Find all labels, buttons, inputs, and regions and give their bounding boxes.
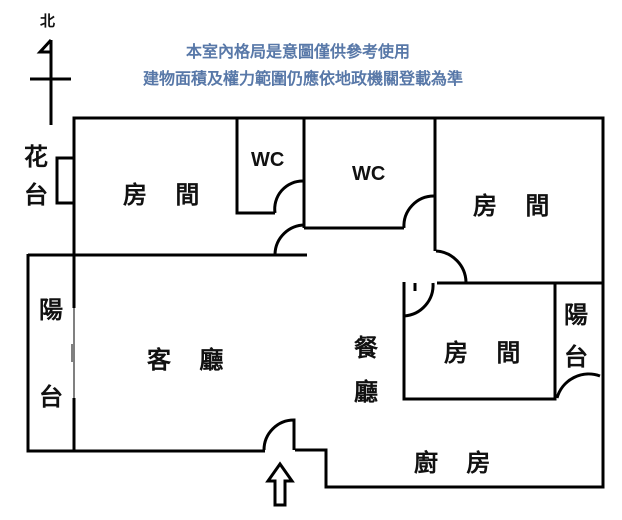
outer-wall-top [72, 116, 605, 489]
room-label-bedroom-e: 房 間 [444, 339, 531, 367]
room-label-balcony-e-2: 台 [564, 343, 588, 371]
room-label-living-room: 客 廳 [147, 346, 234, 374]
room-label-wc-1: WC [251, 149, 285, 171]
door-swings [262, 179, 601, 451]
flower-bed-box [55, 156, 74, 205]
room-label-balcony-w-2: 台 [39, 383, 63, 411]
compass-label: 北 [40, 12, 56, 30]
room-label-bedroom-ne: 房 間 [473, 192, 560, 220]
room-label-balcony-w-1: 陽 [39, 296, 63, 324]
walls [26, 116, 605, 489]
room-label-balcony-e-1: 陽 [564, 301, 588, 329]
room-label-flower-bed-2: 台 [24, 181, 48, 209]
disclaimer-line-1: 本室內格局是意圖僅供參考使用 [186, 42, 411, 61]
outer-wall-bottom-left [26, 254, 265, 453]
disclaimer-line-2: 建物面積及權力範圍仍應依地政機關登載為準 [143, 69, 464, 88]
room-label-wc-2: WC [352, 163, 386, 185]
room-label-kitchen: 廚 房 [414, 449, 501, 477]
room-label-flower-bed-1: 花 [24, 143, 48, 171]
north-compass-icon [30, 38, 71, 125]
room-label-dining-1: 餐 [354, 334, 378, 362]
room-label-bedroom-nw: 房 間 [123, 181, 210, 209]
bedroom-e-wall [402, 282, 557, 401]
entrance-arrow-icon [265, 461, 295, 507]
room-label-dining-2: 廳 [354, 378, 378, 406]
wc1-wall [235, 118, 275, 215]
